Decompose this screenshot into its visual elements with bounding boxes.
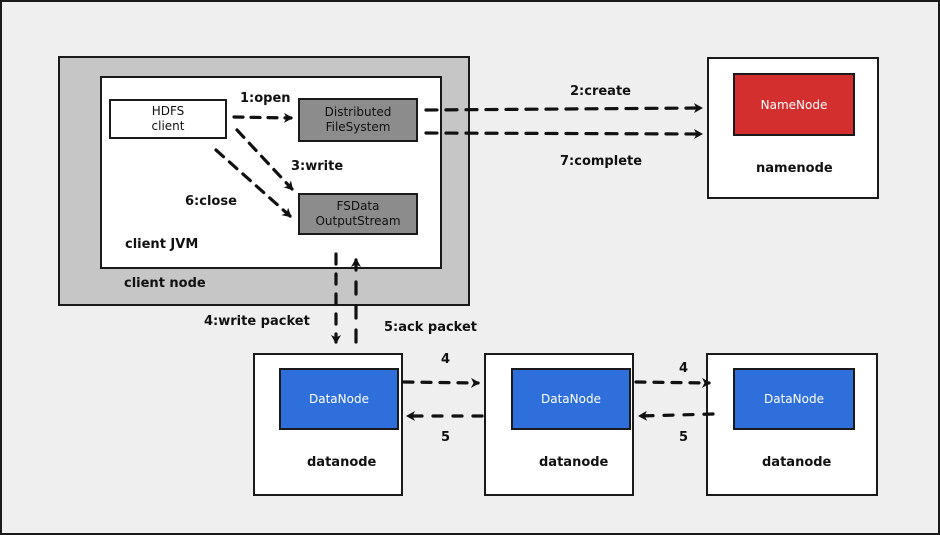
dn-ack-arrow-2	[638, 410, 715, 421]
fsdata-outputstream-box: FSData OutputStream	[298, 193, 418, 235]
step-close-label: 6:close	[185, 194, 237, 209]
namenode-inner-box: NameNode	[733, 73, 855, 136]
step-open-label: 1:open	[240, 91, 291, 106]
datanode-label-2: datanode	[539, 455, 609, 470]
distributed-filesystem-box: Distributed FileSystem	[298, 98, 418, 142]
client-jvm-label: client JVM	[125, 237, 199, 252]
datanode-inner-label-2: DataNode	[541, 392, 601, 406]
step-complete-label: 7:complete	[560, 154, 643, 169]
distributed-filesystem-line-2: FileSystem	[325, 120, 391, 134]
datanode-inner-box-3: DataNode	[733, 368, 855, 430]
dn-ack-label-2: 5	[679, 430, 689, 445]
hdfs-client-line-2: client	[151, 119, 185, 133]
step-create-label: 2:create	[570, 84, 631, 99]
hdfs-client-line-1: HDFS	[151, 104, 185, 118]
datanode-label-3: datanode	[762, 455, 832, 470]
namenode-inner-label: NameNode	[760, 97, 828, 112]
dn-forward-arrow-2	[634, 377, 711, 388]
datanode-inner-box-1: DataNode	[279, 368, 399, 430]
dn-forward-label-1: 4	[441, 352, 451, 367]
dn-forward-arrow-1	[402, 377, 480, 388]
step-ack-packet-label: 5:ack packet	[384, 320, 478, 335]
datanode-inner-label-3: DataNode	[764, 392, 824, 406]
step-write-packet-label: 4:write packet	[204, 314, 310, 329]
hdfs-client-box: HDFS client	[109, 99, 227, 139]
datanode-label-1: datanode	[307, 455, 377, 470]
client-node-label: client node	[124, 276, 206, 291]
step-write-label: 3:write	[291, 159, 344, 174]
dn-ack-label-1: 5	[441, 430, 451, 445]
distributed-filesystem-line-1: Distributed	[324, 105, 392, 119]
fsdata-outputstream-line-1: FSData	[336, 199, 380, 213]
datanode-inner-box-2: DataNode	[511, 368, 631, 430]
dn-forward-label-2: 4	[679, 361, 689, 376]
fsdata-outputstream-line-2: OutputStream	[315, 214, 401, 228]
namenode-label: namenode	[756, 161, 833, 176]
datanode-inner-label-1: DataNode	[309, 392, 369, 406]
